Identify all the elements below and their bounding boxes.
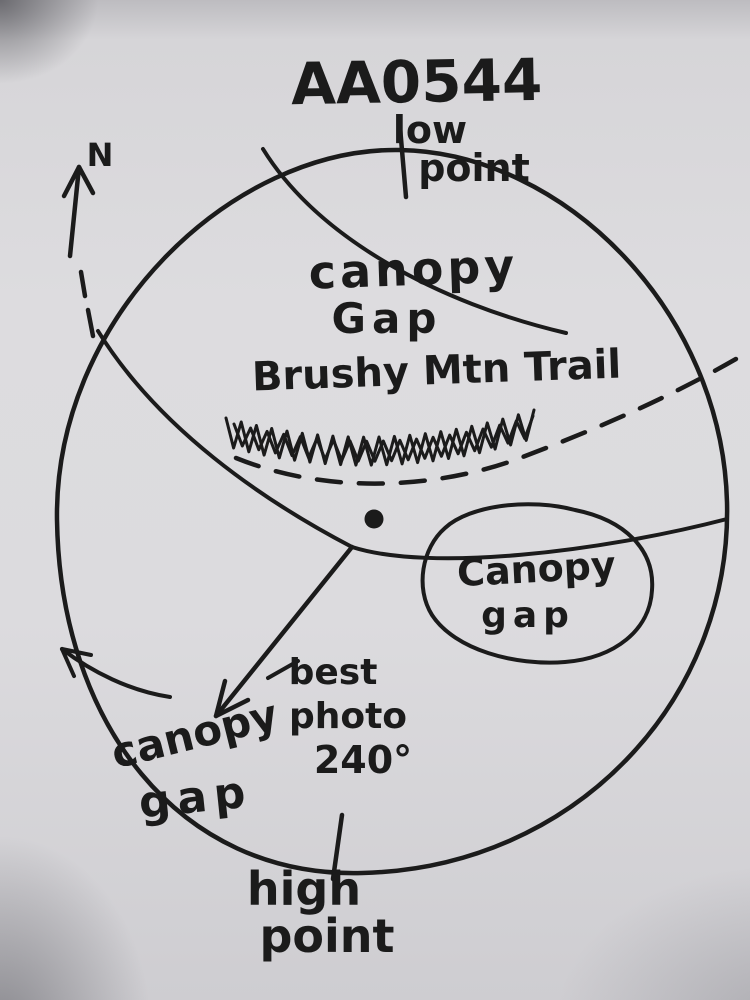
right-canopy-gap-label-line1: Canopy [456,543,617,595]
trail-dashed-line [233,349,750,486]
north-arrowhead [61,164,96,199]
lower-arc-arrowhead [60,647,93,678]
canopy-gap-right-outline [420,502,655,665]
right-canopy-gap-label-line2: gap [481,595,575,636]
trail-label: Brushy Mtn Trail [251,342,622,401]
upper-canopy-gap-label-line2: Gap [332,294,443,343]
best-photo-bearing: 240° [314,738,412,782]
top-tick-mark [397,124,409,200]
trail-hatching-2 [232,414,535,463]
north-arrow [61,164,96,339]
north-arrow-dashes [78,269,96,339]
best-photo-arrowhead [213,678,251,719]
best-photo-label-line2: photo [289,696,407,737]
best-photo-arrow [213,544,355,719]
lower-canopy-gap-label-line1: canopy [106,690,282,779]
bottom-tick-mark [330,812,345,882]
plot-title: AA0544 [290,46,542,118]
plot-circle [54,147,730,876]
inner-curve-upper [261,147,568,335]
low-point-label-line1: low [393,108,467,152]
north-label: N [87,136,114,174]
upper-canopy-gap-label-line1: canopy [308,238,519,299]
best-photo-leader-line [266,659,300,680]
low-point-label-line2: point [418,146,530,190]
high-point-label-line1: high [247,862,361,916]
lower-arc-arrow [60,647,172,699]
center-point-dot [364,509,384,529]
lower-canopy-gap-label-line2: gap [136,766,254,829]
high-point-label-line2: point [259,909,394,963]
best-photo-label-line1: best [289,652,378,693]
